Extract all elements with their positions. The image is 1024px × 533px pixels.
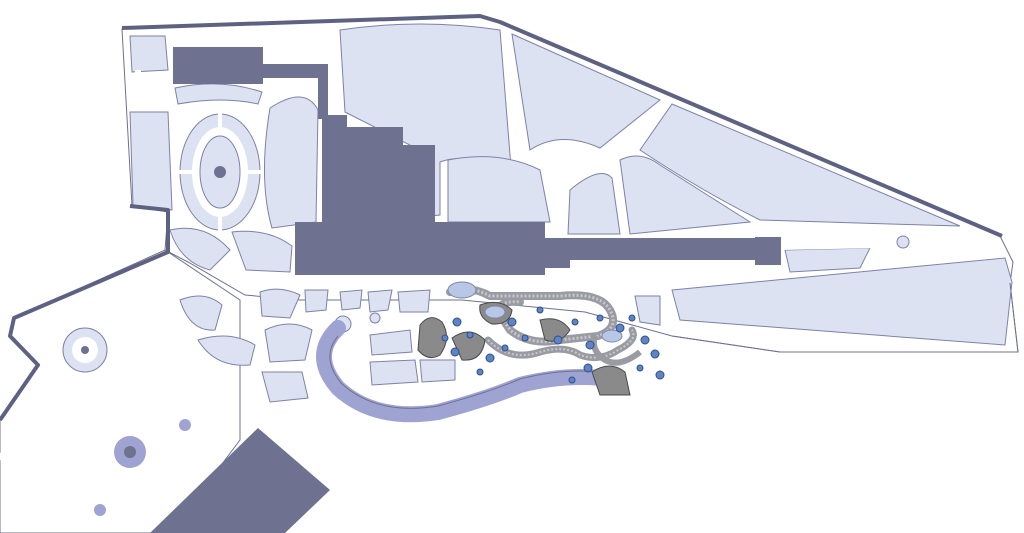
lawn-plaza-west-2 (197, 335, 256, 366)
building-tower (345, 127, 403, 172)
building-south-west-block (150, 428, 330, 533)
planters (441, 306, 665, 384)
lawn-top-left (129, 35, 169, 73)
planter-dot (501, 344, 509, 352)
oval-garden (172, 106, 268, 238)
lawn-plaza (264, 323, 313, 363)
small-block (135, 70, 141, 76)
building-east-end (755, 237, 781, 265)
lawn-east-lower (671, 257, 1013, 346)
building-north-wing (263, 64, 328, 78)
building-tower-west (322, 115, 347, 225)
lawn-plaza (259, 288, 301, 319)
stepping-path (487, 329, 635, 359)
small-block (152, 96, 158, 106)
planter-dot (583, 363, 593, 373)
lawn-west-oval (169, 227, 231, 271)
fountain-center (124, 446, 136, 458)
planter-dot (596, 314, 604, 322)
building-tower-east (403, 145, 435, 225)
planter-dot (655, 370, 665, 380)
park-inner-outline (671, 282, 1019, 353)
lawn-plaza (339, 289, 363, 311)
planter-dot (452, 317, 462, 327)
planter-dot (650, 349, 660, 359)
planter-dot (640, 335, 650, 345)
planter-dot (441, 334, 449, 342)
formal-garden-path (0, 326, 214, 524)
rock-pool (484, 305, 506, 319)
rock-pool (601, 329, 623, 343)
rock-formation (539, 318, 571, 342)
lawn-center-east (567, 173, 621, 235)
planter-dot (628, 314, 636, 322)
lawn-plaza-west (179, 295, 223, 331)
lawn-east-center (619, 155, 752, 235)
lower-park (0, 249, 241, 533)
oval-garden-fountain (214, 166, 226, 178)
planter-dot (521, 334, 529, 342)
small-round-lawn (369, 312, 381, 324)
lawn-east-upper (784, 247, 871, 273)
roundabout-center (896, 235, 910, 249)
rock-formation (591, 365, 631, 396)
lawn-north-building (174, 83, 263, 105)
building-wing-connector (318, 64, 328, 119)
planter-dot (615, 323, 625, 333)
lower-lawn-grid (28, 298, 201, 502)
lawn-plaza (367, 289, 393, 313)
lawn-plaza (634, 295, 661, 326)
lawn-plaza (369, 359, 419, 386)
east-approach-path (779, 240, 881, 250)
rock-garden (417, 281, 642, 396)
planter-dot (536, 306, 544, 314)
planter-dot (450, 347, 460, 357)
planter-dot (507, 317, 517, 327)
lawn-north-east (639, 103, 961, 227)
building-north-west (173, 47, 263, 84)
central-gardens (179, 288, 661, 403)
planter-dot (466, 331, 474, 339)
park-outer-boundary (0, 204, 170, 422)
lawn-plaza (419, 359, 456, 383)
lawn-left-strip (129, 111, 173, 211)
planter-dot (485, 353, 495, 363)
lawn-plaza (261, 371, 309, 403)
small-block (150, 75, 156, 83)
building-east-wing (545, 238, 570, 268)
building-tower (345, 172, 380, 225)
lawn-plaza (369, 329, 413, 356)
lawn-north-center (511, 33, 661, 151)
canal (316, 320, 626, 423)
planter-dot (553, 335, 563, 345)
rock-formation (451, 331, 486, 361)
small-fountain-basin (179, 419, 191, 431)
park-outer-boundary (121, 14, 1003, 238)
small-block (137, 100, 143, 110)
planter-dot (568, 376, 576, 384)
planter-dot (585, 340, 595, 350)
planter-dot (571, 318, 579, 326)
planter-dot (476, 368, 484, 376)
small-fountain-basin (94, 504, 106, 516)
rock-pool (447, 281, 477, 299)
building-main-hall (295, 222, 545, 275)
canal-edge (329, 335, 619, 409)
lawn-south-oval (231, 230, 293, 273)
small-block (136, 86, 144, 92)
lawn-plaza (304, 289, 329, 313)
building-east-wing-long (570, 238, 755, 260)
buildings (150, 47, 781, 533)
planter-dot (636, 364, 644, 372)
oval-garden-radial-path (172, 106, 268, 238)
lawn-plaza (397, 289, 431, 313)
formal-garden-center (81, 346, 89, 354)
building-tower (380, 172, 403, 225)
lawn-center (447, 156, 551, 223)
lawn-east-oval (264, 96, 319, 229)
